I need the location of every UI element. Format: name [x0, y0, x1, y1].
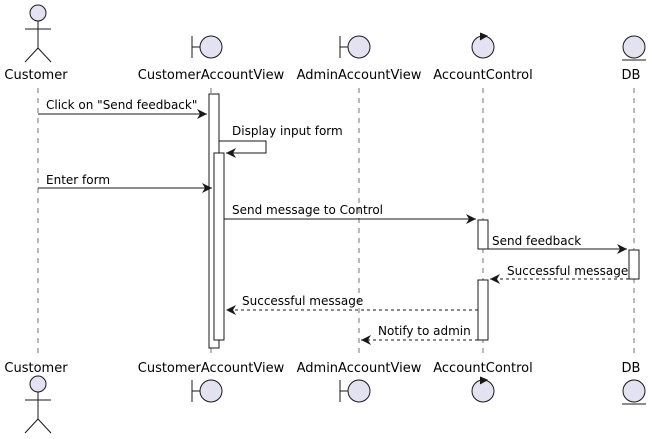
boundary-icon: [191, 35, 223, 59]
control-icon: [471, 32, 495, 59]
message-label: Enter form: [46, 173, 110, 187]
boundary-icon: [339, 35, 371, 59]
participant-heads-bottom: Customer CustomerAccountView AdminAccoun…: [4, 361, 646, 434]
entity-icon: [622, 35, 646, 61]
participant-label: AccountControl: [433, 68, 532, 83]
message-label: Successful message: [242, 294, 363, 308]
control-icon: [471, 376, 495, 403]
message-label: Display input form: [232, 124, 343, 138]
actor-icon: [24, 375, 52, 434]
activation-bar-cav-inner: [213, 152, 225, 341]
message-label: Send feedback: [492, 234, 581, 248]
participant-label: DB: [622, 68, 641, 83]
activation-bar-ac-2: [477, 279, 489, 341]
participant-label: AdminAccountView: [297, 361, 422, 376]
participant-label: AdminAccountView: [297, 68, 422, 83]
activation-bar-ac-1: [477, 219, 489, 250]
messages: Click on "Send feedback" Display input f…: [38, 98, 629, 345]
message: Send feedback: [488, 234, 627, 254]
message: Send message to Control: [224, 203, 476, 224]
message: Successful message: [226, 294, 478, 315]
message-label: Successful message: [507, 264, 628, 278]
participant-label: AccountControl: [433, 361, 532, 376]
activation-bar-db: [628, 249, 640, 280]
entity-icon: [622, 379, 646, 405]
participant-heads-top: Customer CustomerAccountView AdminAccoun…: [4, 4, 646, 83]
actor-icon: [24, 4, 52, 63]
message: Click on "Send feedback": [38, 98, 207, 119]
boundary-icon: [191, 379, 223, 403]
boundary-icon: [339, 379, 371, 403]
message-label: Click on "Send feedback": [46, 98, 197, 112]
participant-label: Customer: [4, 68, 68, 83]
participant-label: CustomerAccountView: [138, 68, 285, 83]
activation-bars: [208, 93, 640, 349]
message: Enter form: [38, 173, 212, 193]
participant-label: DB: [622, 361, 641, 376]
message: Successful message: [490, 264, 629, 284]
participant-label: Customer: [4, 361, 68, 376]
message-label: Send message to Control: [232, 203, 383, 217]
message-label: Notify to admin: [378, 324, 471, 338]
participant-label: CustomerAccountView: [138, 361, 285, 376]
message: Notify to admin: [361, 324, 478, 345]
message: Display input form: [219, 124, 343, 158]
